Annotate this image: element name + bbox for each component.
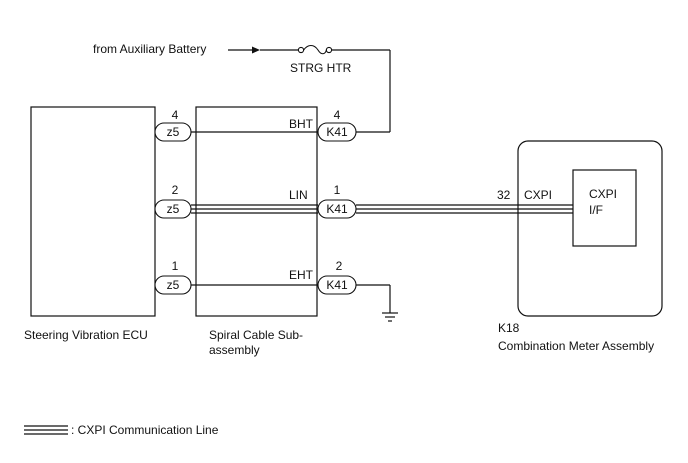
meter-code-label: K18 — [498, 321, 520, 335]
signal-bht-label: BHT — [289, 117, 314, 131]
supply-arrow-head-icon — [252, 46, 260, 54]
connector-k41-lin — [317, 199, 357, 219]
spiral-cable-label-line1: Spiral Cable Sub- — [209, 328, 303, 342]
pin-k41-bht: 4 — [334, 108, 341, 122]
meter-label: Combination Meter Assembly — [498, 339, 654, 353]
auxiliary-battery-label: from Auxiliary Battery — [93, 42, 206, 56]
connector-z5-lin — [154, 199, 192, 219]
connector-k41-bht-label: K41 — [326, 125, 348, 139]
cxpi-interface-label-line1: CXPI — [589, 187, 617, 201]
connector-z5-eht-label: z5 — [167, 278, 180, 292]
legend-label: : CXPI Communication Line — [71, 423, 219, 437]
connector-z5-lin-label: z5 — [167, 202, 180, 216]
fuse-icon — [297, 44, 333, 55]
spiral-cable-box — [195, 106, 318, 317]
connector-k41-eht-label: K41 — [326, 278, 348, 292]
spiral-cable-label-line2: assembly — [209, 343, 260, 357]
meter-pin-label: 32 — [497, 188, 511, 202]
pin-z5-bht: 4 — [172, 108, 179, 122]
connector-k41-lin-label: K41 — [326, 202, 348, 216]
steering-vibration-ecu-box — [30, 106, 156, 317]
connector-z5-bht — [154, 122, 192, 142]
connector-z5-bht-label: z5 — [167, 125, 180, 139]
connector-z5-eht — [154, 275, 192, 295]
cxpi-interface-label-line2: I/F — [589, 203, 603, 217]
legend-cxpi-line-symbol — [24, 425, 68, 435]
ground-icon — [382, 312, 398, 322]
pin-k41-eht: 2 — [336, 259, 343, 273]
pin-z5-lin: 2 — [172, 183, 179, 197]
fuse-label: STRG HTR — [290, 61, 352, 75]
pin-k41-lin: 1 — [334, 183, 341, 197]
cxpi-communication-line — [191, 204, 573, 214]
signal-eht-label: EHT — [289, 268, 314, 282]
signal-lin-label: LIN — [289, 188, 308, 202]
connector-k41-bht — [317, 122, 357, 142]
pin-z5-eht: 1 — [172, 259, 179, 273]
cxpi-interface-box — [572, 169, 637, 247]
meter-terminal-label: CXPI — [524, 188, 552, 202]
ecu-label: Steering Vibration ECU — [24, 328, 148, 342]
